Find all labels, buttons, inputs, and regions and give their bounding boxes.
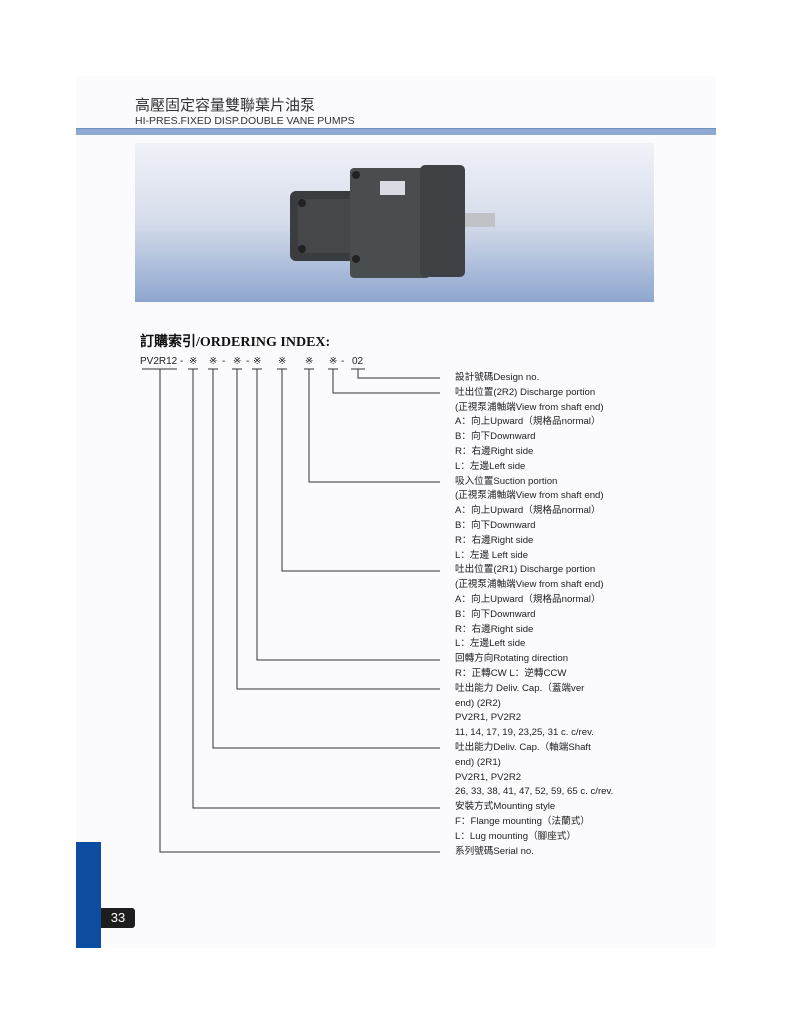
page-number: 33 (101, 908, 135, 928)
description-line: 系列號碼Serial no. (455, 845, 534, 857)
description-line: 吐出能力Deliv. Cap.（軸端Shaft (455, 741, 591, 753)
description-line: 吐出位置(2R1) Discharge portion (455, 564, 596, 576)
code-rotation: ※ (253, 356, 262, 367)
description-line: B：向下Downward (455, 519, 536, 531)
code-suction: ※ (305, 356, 314, 367)
code-mounting: ※ (189, 356, 198, 367)
description-line: PV2R1, PV2R2 (455, 712, 522, 724)
description-line: 吐出能力 Deliv. Cap.（蓋端ver (455, 682, 585, 694)
description-line: A：向上Upward（規格品normal） (455, 593, 601, 605)
code-discharge-2r1: ※ (278, 356, 287, 367)
description-line: (正視泵浦軸端View from shaft end) (455, 490, 604, 502)
description-list: 設計號碼Design no. 吐出位置(2R2) Discharge portio… (455, 371, 613, 859)
description-line: R：右邊Right side (455, 623, 534, 635)
code-sep: - (222, 356, 226, 367)
page-title-chinese: 高壓固定容量雙聯葉片油泵 (135, 97, 316, 114)
description-line: 安裝方式Mounting style (455, 801, 556, 813)
description-line: 11, 14, 17, 19, 23,25, 31 c. c/rev. (455, 727, 594, 739)
description-line: B：向下Downward (455, 431, 536, 443)
page-title-english: HI-PRES.FIXED DISP.DOUBLE VANE PUMPS (135, 115, 355, 127)
vane-pump-illustration (290, 165, 495, 278)
code-cap-2r2: ※ (233, 356, 242, 367)
description-line: end) (2R2) (455, 697, 501, 709)
code-design-no: 02 (352, 356, 364, 367)
description-line: R：右邊Right side (455, 534, 534, 546)
description-line: 設計號碼Design no. (455, 372, 540, 383)
description-line: A：向上Upward（規格品normal） (455, 416, 601, 428)
description-line: L：左邊Left side (455, 460, 526, 472)
description-line: B：向下Downward (455, 608, 536, 620)
pump-photo (135, 143, 654, 302)
code-sep: - (341, 356, 345, 367)
code-prefix: PV2R12 (140, 356, 178, 367)
ordering-index-heading: 訂購索引/ORDERING INDEX: (140, 335, 331, 350)
code-sep: - (246, 356, 250, 367)
code-discharge-2r2: ※ (329, 356, 338, 367)
description-line: (正視泵浦軸端View from shaft end) (455, 579, 604, 591)
description-line: 回轉方向Rotating direction (455, 653, 569, 665)
description-line: (正視泵浦軸端View from shaft end) (455, 401, 604, 413)
description-line: F：Flange mounting（法蘭式） (455, 815, 590, 827)
code-cap-2r1: ※ (209, 356, 218, 367)
description-line: end) (2R1) (455, 756, 501, 768)
description-line: A：向上Upward（規格品normal） (455, 505, 601, 517)
description-line: R：正轉CW L：逆轉CCW (455, 667, 567, 679)
description-line: PV2R1, PV2R2 (455, 771, 522, 783)
description-line: L：Lug mounting（腳座式） (455, 830, 577, 842)
description-line: L：左邊 Left side (455, 549, 529, 561)
description-line: 26, 33, 38, 41, 47, 52, 59, 65 c. c/rev. (455, 786, 614, 798)
side-color-bar (76, 842, 101, 948)
header-rule (76, 128, 716, 135)
description-line: 吐出位置(2R2) Discharge portion (455, 386, 596, 398)
code-sep: - (180, 356, 184, 367)
description-line: L：左邊Left side (455, 638, 526, 650)
description-line: R：右邊Right side (455, 445, 534, 457)
description-line: 吸入位置Suction portion (455, 475, 558, 487)
